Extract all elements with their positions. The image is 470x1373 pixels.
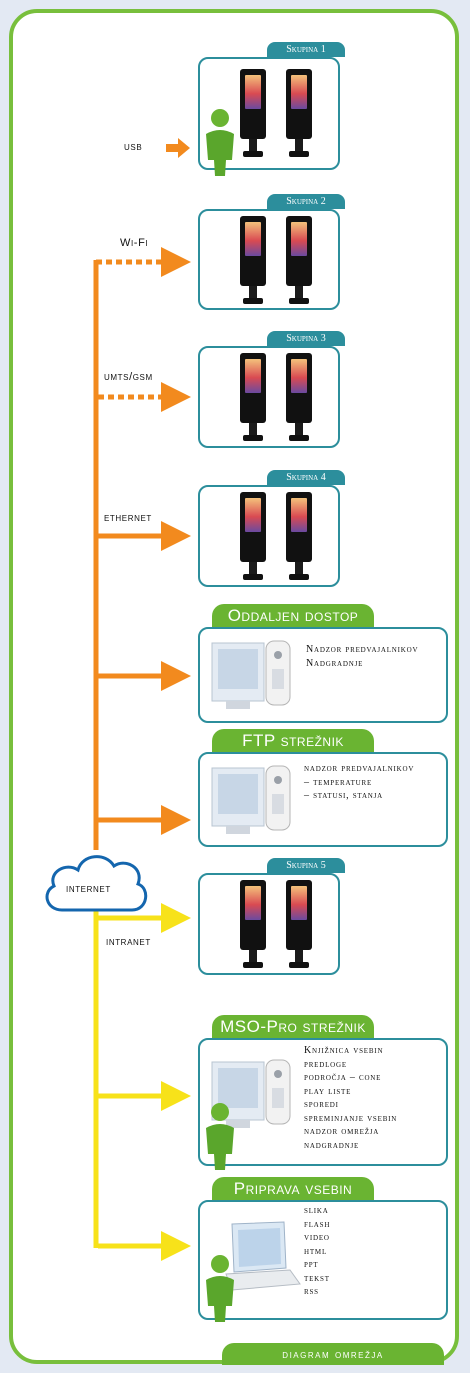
feature-item: nadgradnje xyxy=(304,1139,360,1151)
content-prep-features: slika flash video html ppt tekst rss xyxy=(304,1204,330,1299)
feature-item: Knjižnica vsebin xyxy=(304,1045,384,1056)
intranet-label: intranet xyxy=(106,936,151,948)
mso-server-features: Knjižnica vsebin predloge področja – con… xyxy=(304,1044,397,1152)
kiosk xyxy=(286,880,312,970)
feature-item: spreminjanje vsebin xyxy=(304,1112,398,1124)
kiosk xyxy=(240,69,266,159)
feature-item: področja – cone xyxy=(304,1072,382,1083)
remote-access-features: Nadzor predvajalnikov Nadgradnje xyxy=(306,643,418,670)
feature-item: video xyxy=(304,1232,330,1243)
person-icon xyxy=(206,109,234,176)
feature-item: rss xyxy=(304,1286,319,1297)
usb-arrow xyxy=(166,138,190,158)
laptop-icon xyxy=(225,1221,301,1291)
feature-item: sporedi xyxy=(304,1099,339,1110)
person-icon xyxy=(206,1255,234,1322)
mso-server-box: Knjižnica vsebin predloge področja – con… xyxy=(198,1038,448,1166)
group5-tab: Skupina 5 xyxy=(267,858,345,873)
usb-label: usb xyxy=(124,141,143,153)
wifi-label: Wi-Fi xyxy=(120,237,149,249)
ethernet-label: ethernet xyxy=(104,512,152,524)
feature-item: slika xyxy=(304,1205,329,1216)
kiosk xyxy=(286,492,312,582)
mso-server-tab: MSO-Pro strežnik xyxy=(212,1015,374,1039)
feature-item: Nadzor predvajalnikov xyxy=(306,644,419,655)
feature-item: flash xyxy=(304,1218,331,1230)
ftp-server-box: nadzor predvajalnikov – temperature – st… xyxy=(198,752,448,847)
person-icon xyxy=(206,1103,234,1170)
kiosk xyxy=(240,353,266,443)
ftp-server-features: nadzor predvajalnikov – temperature – st… xyxy=(304,762,414,803)
kiosk xyxy=(240,492,266,582)
group3-box xyxy=(198,346,340,448)
ftp-server-tab: FTP strežnik xyxy=(212,729,374,753)
computer-icon xyxy=(211,640,291,709)
group3-tab: Skupina 3 xyxy=(267,331,345,346)
feature-item: predloge xyxy=(304,1058,347,1070)
kiosk xyxy=(286,216,312,306)
diagram-title: diagram omrežja xyxy=(222,1343,444,1365)
feature-item: Nadgradnje xyxy=(306,657,364,669)
feature-item: – statusi, stanja xyxy=(304,790,384,801)
content-prep-tab: Priprava vsebin xyxy=(212,1177,374,1201)
feature-item: html xyxy=(304,1245,328,1257)
computer-icon xyxy=(211,765,291,834)
feature-item: ppt xyxy=(304,1259,319,1270)
feature-item: nadzor predvajalnikov xyxy=(304,763,415,774)
internet-label: internet xyxy=(66,883,111,895)
kiosk xyxy=(240,880,266,970)
group2-tab: Skupina 2 xyxy=(267,194,345,209)
feature-item: – temperature xyxy=(304,776,373,788)
remote-access-tab: Oddaljen dostop xyxy=(212,604,374,628)
feature-item: play liste xyxy=(304,1085,352,1097)
group2-box xyxy=(198,209,340,310)
kiosk xyxy=(240,216,266,306)
feature-item: tekst xyxy=(304,1272,330,1284)
kiosk xyxy=(286,353,312,443)
internet-cloud-icon xyxy=(45,855,148,912)
group5-box xyxy=(198,873,340,975)
feature-item: nadzor omrežja xyxy=(304,1126,380,1137)
group4-box xyxy=(198,485,340,587)
remote-access-box: Nadzor predvajalnikov Nadgradnje xyxy=(198,627,448,723)
kiosk xyxy=(286,69,312,159)
group4-tab: Skupina 4 xyxy=(267,470,345,485)
group1-tab: Skupina 1 xyxy=(267,42,345,57)
content-prep-box: slika flash video html ppt tekst rss xyxy=(198,1200,448,1320)
umts-label: umts/gsm xyxy=(104,371,153,383)
